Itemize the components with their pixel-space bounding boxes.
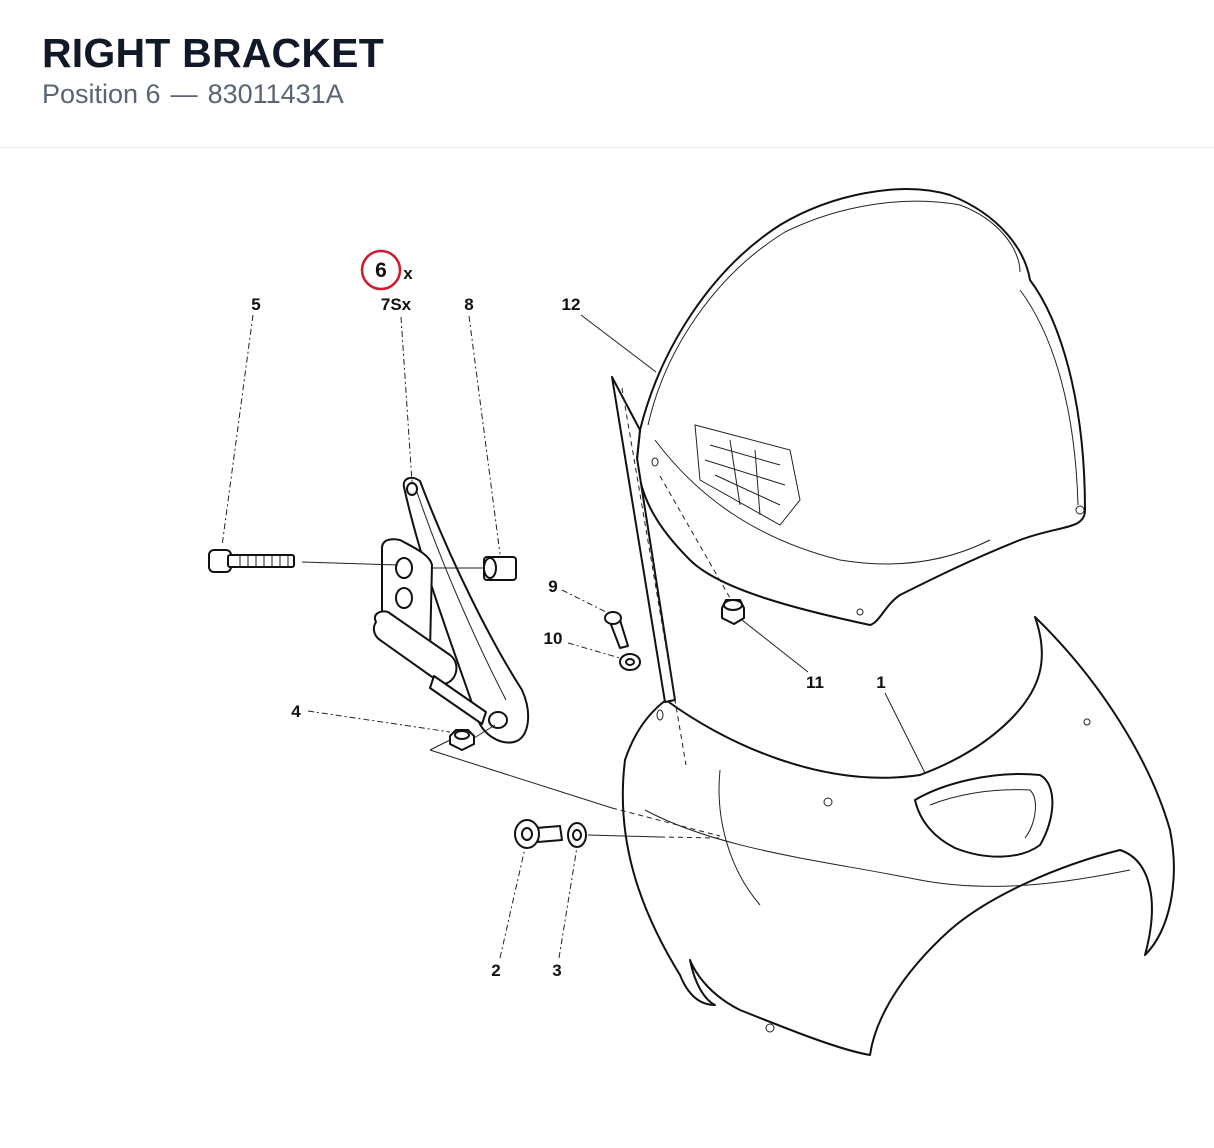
page-header: RIGHT BRACKET Position 6 — 83011431A bbox=[0, 0, 1214, 148]
highlight-ring-callout-6 bbox=[360, 249, 402, 291]
grommet-part-11 bbox=[721, 599, 745, 625]
subtitle-separator: — bbox=[170, 79, 198, 109]
spacer-part-8 bbox=[483, 556, 517, 581]
callout-12[interactable]: 12 bbox=[562, 295, 581, 314]
part-subtitle: Position 6 — 83011431A bbox=[42, 78, 344, 110]
screw-part-5 bbox=[208, 549, 295, 573]
callout-8[interactable]: 8 bbox=[464, 295, 473, 314]
page-title: RIGHT BRACKET bbox=[42, 30, 384, 76]
screw-part-9 bbox=[604, 611, 629, 649]
right-bracket-part-6 bbox=[372, 476, 530, 744]
callout-5[interactable]: 5 bbox=[251, 295, 260, 314]
callout-6[interactable]: 6 bbox=[375, 259, 387, 282]
callout-9[interactable]: 9 bbox=[548, 577, 557, 596]
fairing-part-1 bbox=[621, 616, 1175, 1056]
assembly-lines bbox=[301, 387, 731, 839]
callout-11[interactable]: 11 bbox=[806, 673, 824, 692]
callout-6-suffix: x bbox=[403, 264, 413, 283]
position-label: Position 6 bbox=[42, 79, 161, 109]
nut-part-4 bbox=[449, 729, 475, 751]
windscreen-part-12 bbox=[636, 188, 1086, 626]
screw-part-2 bbox=[514, 819, 563, 849]
part-number: 83011431A bbox=[207, 79, 344, 109]
callout-10[interactable]: 10 bbox=[544, 629, 563, 648]
callout-2[interactable]: 2 bbox=[491, 961, 500, 980]
callout-7sx[interactable]: 7Sx bbox=[381, 295, 412, 314]
washer-part-10 bbox=[619, 653, 641, 671]
washer-part-3 bbox=[567, 822, 587, 848]
exploded-parts-diagram: 6 x 5 7Sx 8 12 9 10 11 1 4 2 3 bbox=[0, 150, 1214, 1143]
callout-4[interactable]: 4 bbox=[291, 702, 301, 721]
diagram-canvas: 6 x 5 7Sx 8 12 9 10 11 1 4 2 3 bbox=[208, 188, 1175, 1056]
callout-1[interactable]: 1 bbox=[876, 673, 885, 692]
windscreen-locating-tab bbox=[611, 376, 676, 703]
callout-3[interactable]: 3 bbox=[552, 961, 561, 980]
leader-lines bbox=[221, 314, 926, 959]
callout-labels: 6 x 5 7Sx 8 12 9 10 11 1 4 2 3 bbox=[251, 249, 886, 980]
